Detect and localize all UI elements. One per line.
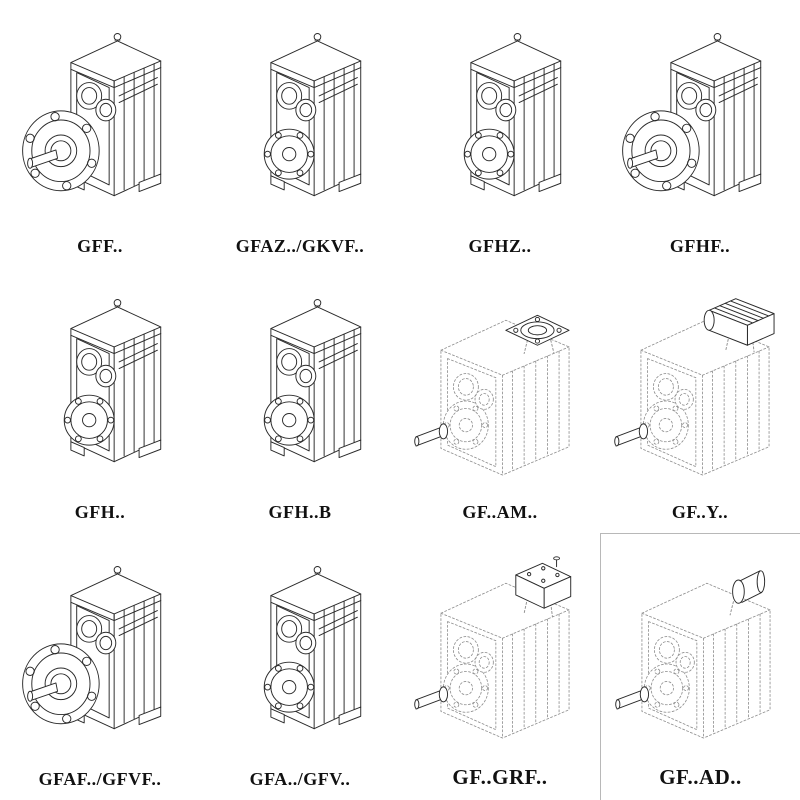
catalog-cell-gfaf-gfvf: GFAF../GFVF.. <box>0 533 200 800</box>
gearbox-flange-output-drawing <box>12 559 188 767</box>
gearbox-flange-output-drawing <box>12 26 188 234</box>
gearbox-hollow-shaft-drawing <box>12 292 188 500</box>
gearbox-mounting-flange-drawing <box>412 292 588 500</box>
model-label: GFHF.. <box>669 235 731 256</box>
catalog-cell-gfh-b: GFH..B <box>200 267 400 534</box>
gearbox-hollow-shaft-drawing <box>412 26 588 234</box>
gearbox-input-shaft-drawing <box>613 555 789 763</box>
gearbox-with-motor-drawing <box>612 292 788 500</box>
model-label: GFH.. <box>74 502 126 523</box>
model-label: GFHZ.. <box>468 235 532 256</box>
catalog-cell-gfhf: GFHF.. <box>600 0 800 267</box>
catalog-cell-gf-ad: GF..AD.. <box>600 533 800 800</box>
gearbox-hollow-shaft-drawing <box>212 292 388 500</box>
model-label: GF..AD.. <box>659 764 742 789</box>
catalog-cell-gfa-gfv: GFA../GFV.. <box>200 533 400 800</box>
gearbox-hollow-shaft-drawing <box>212 559 388 767</box>
catalog-cell-gfh: GFH.. <box>0 267 200 534</box>
model-label: GFAF../GFVF.. <box>38 768 162 789</box>
model-label: GFAZ../GKVF.. <box>235 235 365 256</box>
catalog-cell-gfhz: GFHZ.. <box>400 0 600 267</box>
catalog-cell-gfaz-gkvf: GFAZ../GKVF.. <box>200 0 400 267</box>
model-label: GF..AM.. <box>462 502 538 523</box>
model-label: GF..GRF.. <box>452 764 548 789</box>
catalog-cell-gf-am: GF..AM.. <box>400 267 600 534</box>
gearbox-hollow-shaft-drawing <box>212 26 388 234</box>
model-label: GF..Y.. <box>671 502 729 523</box>
catalog-cell-gff: GFF.. <box>0 0 200 267</box>
gearbox-flange-output-drawing <box>612 26 788 234</box>
catalog-cell-gf-y: GF..Y.. <box>600 267 800 534</box>
catalog-cell-gf-grf: GF..GRF.. <box>400 533 600 800</box>
model-label: GFH..B <box>268 502 332 523</box>
model-label: GFF.. <box>77 235 123 256</box>
model-label: GFA../GFV.. <box>249 768 351 789</box>
gearbox-input-block-drawing <box>412 555 588 763</box>
